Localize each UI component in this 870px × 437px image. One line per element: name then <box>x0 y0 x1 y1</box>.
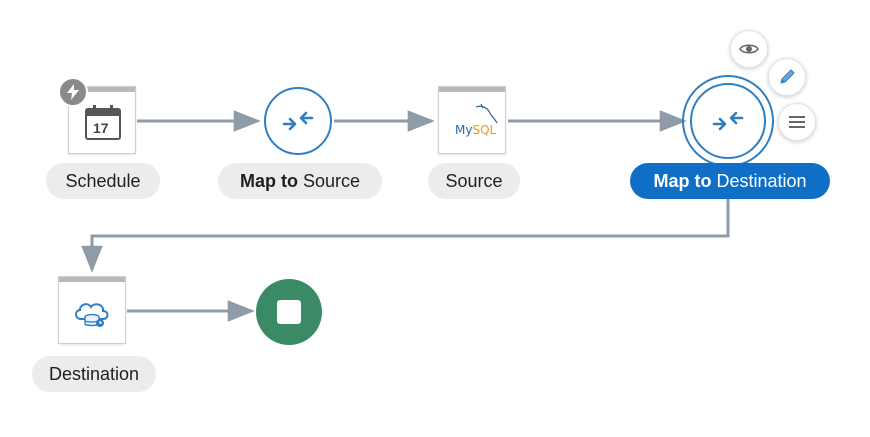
map-to-destination-label-bold: Map to <box>653 171 712 191</box>
mysql-logo: MySQL <box>455 123 496 137</box>
map-to-source-node[interactable] <box>264 87 332 155</box>
map-to-destination-node[interactable] <box>682 75 774 167</box>
node-cap <box>439 87 505 92</box>
map-to-source-label[interactable]: Map to Source <box>218 163 382 199</box>
mysql-logo-my: My <box>455 123 473 137</box>
calendar-day: 17 <box>93 120 109 136</box>
pencil-icon <box>780 69 795 84</box>
destination-node[interactable] <box>58 276 126 344</box>
lightning-icon <box>58 77 88 107</box>
edit-button[interactable] <box>768 58 806 96</box>
map-to-source-label-bold: Map to <box>239 171 298 191</box>
schedule-label[interactable]: Schedule <box>46 163 160 199</box>
map-to-destination-label-rest: Destination <box>711 171 807 191</box>
connector-map-destination-to-destination <box>81 198 730 273</box>
stop-icon <box>277 300 301 324</box>
calendar-icon <box>85 105 121 140</box>
map-to-source-label-rest: Source <box>297 171 361 191</box>
end-node[interactable] <box>256 279 322 345</box>
eye-icon <box>739 44 759 54</box>
source-label-text: Source <box>445 171 503 191</box>
map-to-destination-label[interactable]: Map to Destination <box>630 163 830 199</box>
menu-button[interactable] <box>778 103 816 141</box>
mysql-dolphin-icon <box>475 103 498 124</box>
destination-label[interactable]: Destination <box>32 356 156 392</box>
schedule-label-text: Schedule <box>65 171 141 191</box>
cloud-database-icon <box>75 303 109 327</box>
destination-label-text: Destination <box>48 364 140 384</box>
source-node[interactable]: MySQL <box>438 86 506 154</box>
node-cap <box>69 87 135 92</box>
mysql-logo-sql: SQL <box>472 123 497 137</box>
source-label[interactable]: Source <box>428 163 520 199</box>
view-button[interactable] <box>730 30 768 68</box>
node-cap <box>59 277 125 282</box>
hamburger-icon <box>789 116 805 128</box>
map-arrows-icon <box>282 111 314 131</box>
map-arrows-icon <box>712 111 744 131</box>
